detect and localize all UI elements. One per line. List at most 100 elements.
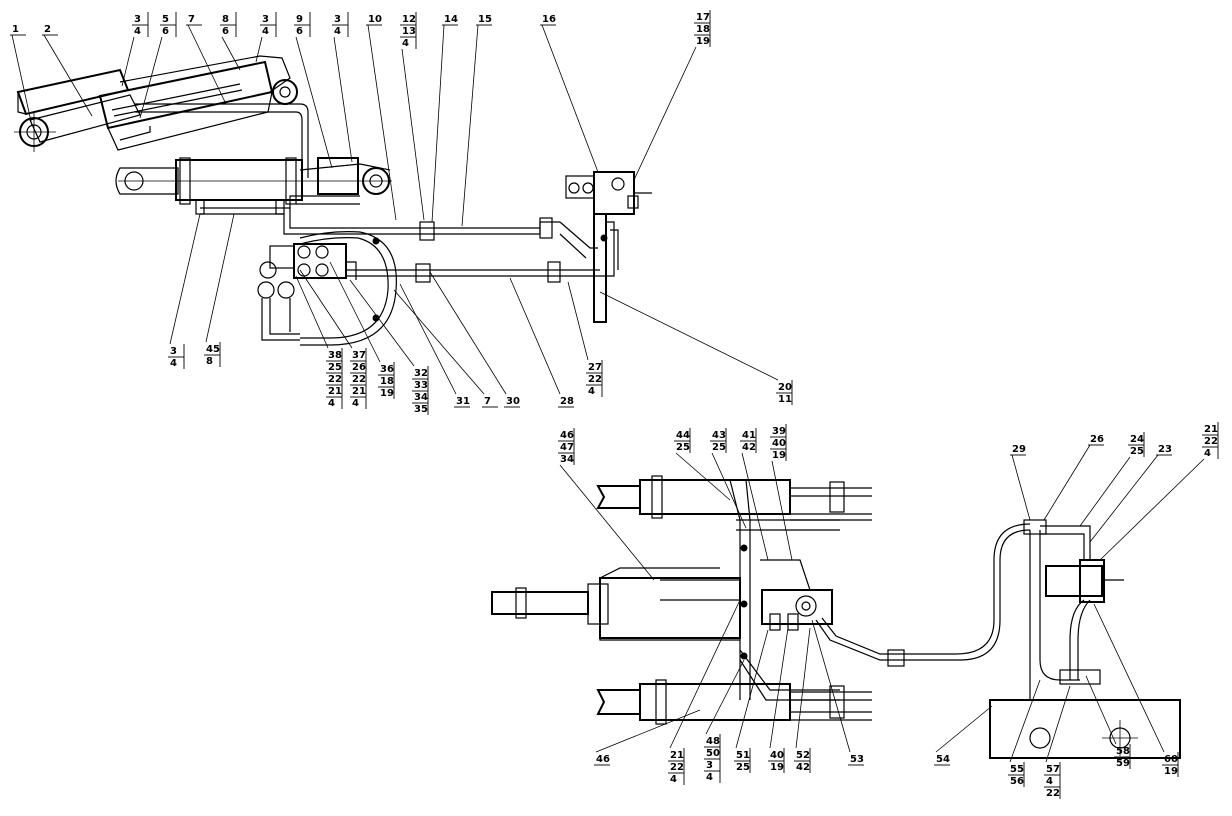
leader-line [559,464,655,581]
center-cylinder [491,567,741,641]
callout-number: 3 [170,346,177,357]
callout-1: 1 [10,24,33,127]
callout-53: 53 [811,619,864,766]
callout-number: 19 [696,36,710,47]
leader-line [1093,603,1165,753]
leader-line [205,213,235,343]
callout-number: 47 [560,442,574,453]
callout-46b: 46 [594,709,701,766]
leader-line [431,24,445,223]
callout-number: 21 [670,750,684,761]
callout-number: 41 [742,430,756,441]
callout-number: 21 [328,386,342,397]
leader-line [333,36,353,163]
leader-line [1045,685,1071,763]
leader-line [711,452,747,529]
leader-line [567,281,589,361]
callout-number: 4 [1046,776,1053,787]
leader-line [169,213,201,345]
callout-number: 3 [262,14,269,25]
callout-number: 26 [352,362,366,373]
main-cylinder [115,157,392,215]
valve-block [761,523,1031,667]
callout-number: 11 [778,394,792,405]
callout-number: 25 [1130,446,1144,457]
callout-number: 46 [560,430,574,441]
callout-number: 2 [44,24,51,35]
callout-number: 45 [206,344,220,355]
callout-8: 86 [220,12,241,71]
lower-middle-assembly [491,475,1031,725]
callout-number: 42 [742,442,756,453]
callout-number: 22 [588,374,602,385]
callout-number: 25 [736,762,750,773]
callout-number: 32 [414,368,428,379]
callout-number: 18 [696,24,710,35]
leader-line [295,275,329,349]
callout-number: 24 [1130,434,1144,445]
callout-number: 4 [262,26,269,37]
callout-30: 30 [429,271,520,408]
callout-number: 46 [596,754,610,765]
callout-number: 19 [1164,766,1178,777]
callout-number: 34 [560,454,574,465]
callout-number: 10 [368,14,382,25]
callout-number: 12 [402,14,416,25]
leader-line [599,291,779,381]
loop-hose [299,231,397,346]
leader-line [741,452,769,561]
callout-number: 28 [560,396,574,407]
leader-line [429,271,507,395]
callout-number: 17 [696,12,710,23]
callout-number: 40 [772,438,786,449]
callout-45: 458 [204,213,235,367]
callout-26: 26 [1043,434,1104,521]
callout-23: 23 [1089,444,1172,543]
top-clevis-cylinder [596,475,872,521]
callout-number: 55 [1010,764,1024,775]
callout-number: 43 [712,430,726,441]
callout-number: 22 [670,762,684,773]
callout-number: 22 [1046,788,1060,799]
callout-number: 21 [352,386,366,397]
callout-number: 48 [706,736,720,747]
leader-line [935,705,993,753]
callout-7b: 7 [393,289,498,408]
leader-line [221,36,241,71]
leader-line [393,289,485,395]
callout-16: 16 [540,14,599,173]
leader-line [633,46,697,181]
callout-number: 39 [772,426,786,437]
leader-line [705,659,745,735]
callout-number: 51 [736,750,750,761]
leader-line [1043,444,1091,521]
callout-number: 18 [380,376,394,387]
leader-line [401,48,425,221]
callout-number: 30 [506,396,520,407]
callout-number: 26 [1090,434,1104,445]
callout-54: 54 [934,705,993,766]
callout-number: 54 [936,754,950,765]
callout-28: 28 [509,277,574,408]
leader-line [1089,454,1159,543]
callout-number: 23 [1158,444,1172,455]
callout-number: 3 [334,14,341,25]
leader-line [11,34,33,127]
callout-number: 14 [444,14,458,25]
callout-number: 4 [334,26,341,37]
callout-number: 27 [588,362,602,373]
callout-number: 31 [456,396,470,407]
top-assembly [14,55,652,346]
